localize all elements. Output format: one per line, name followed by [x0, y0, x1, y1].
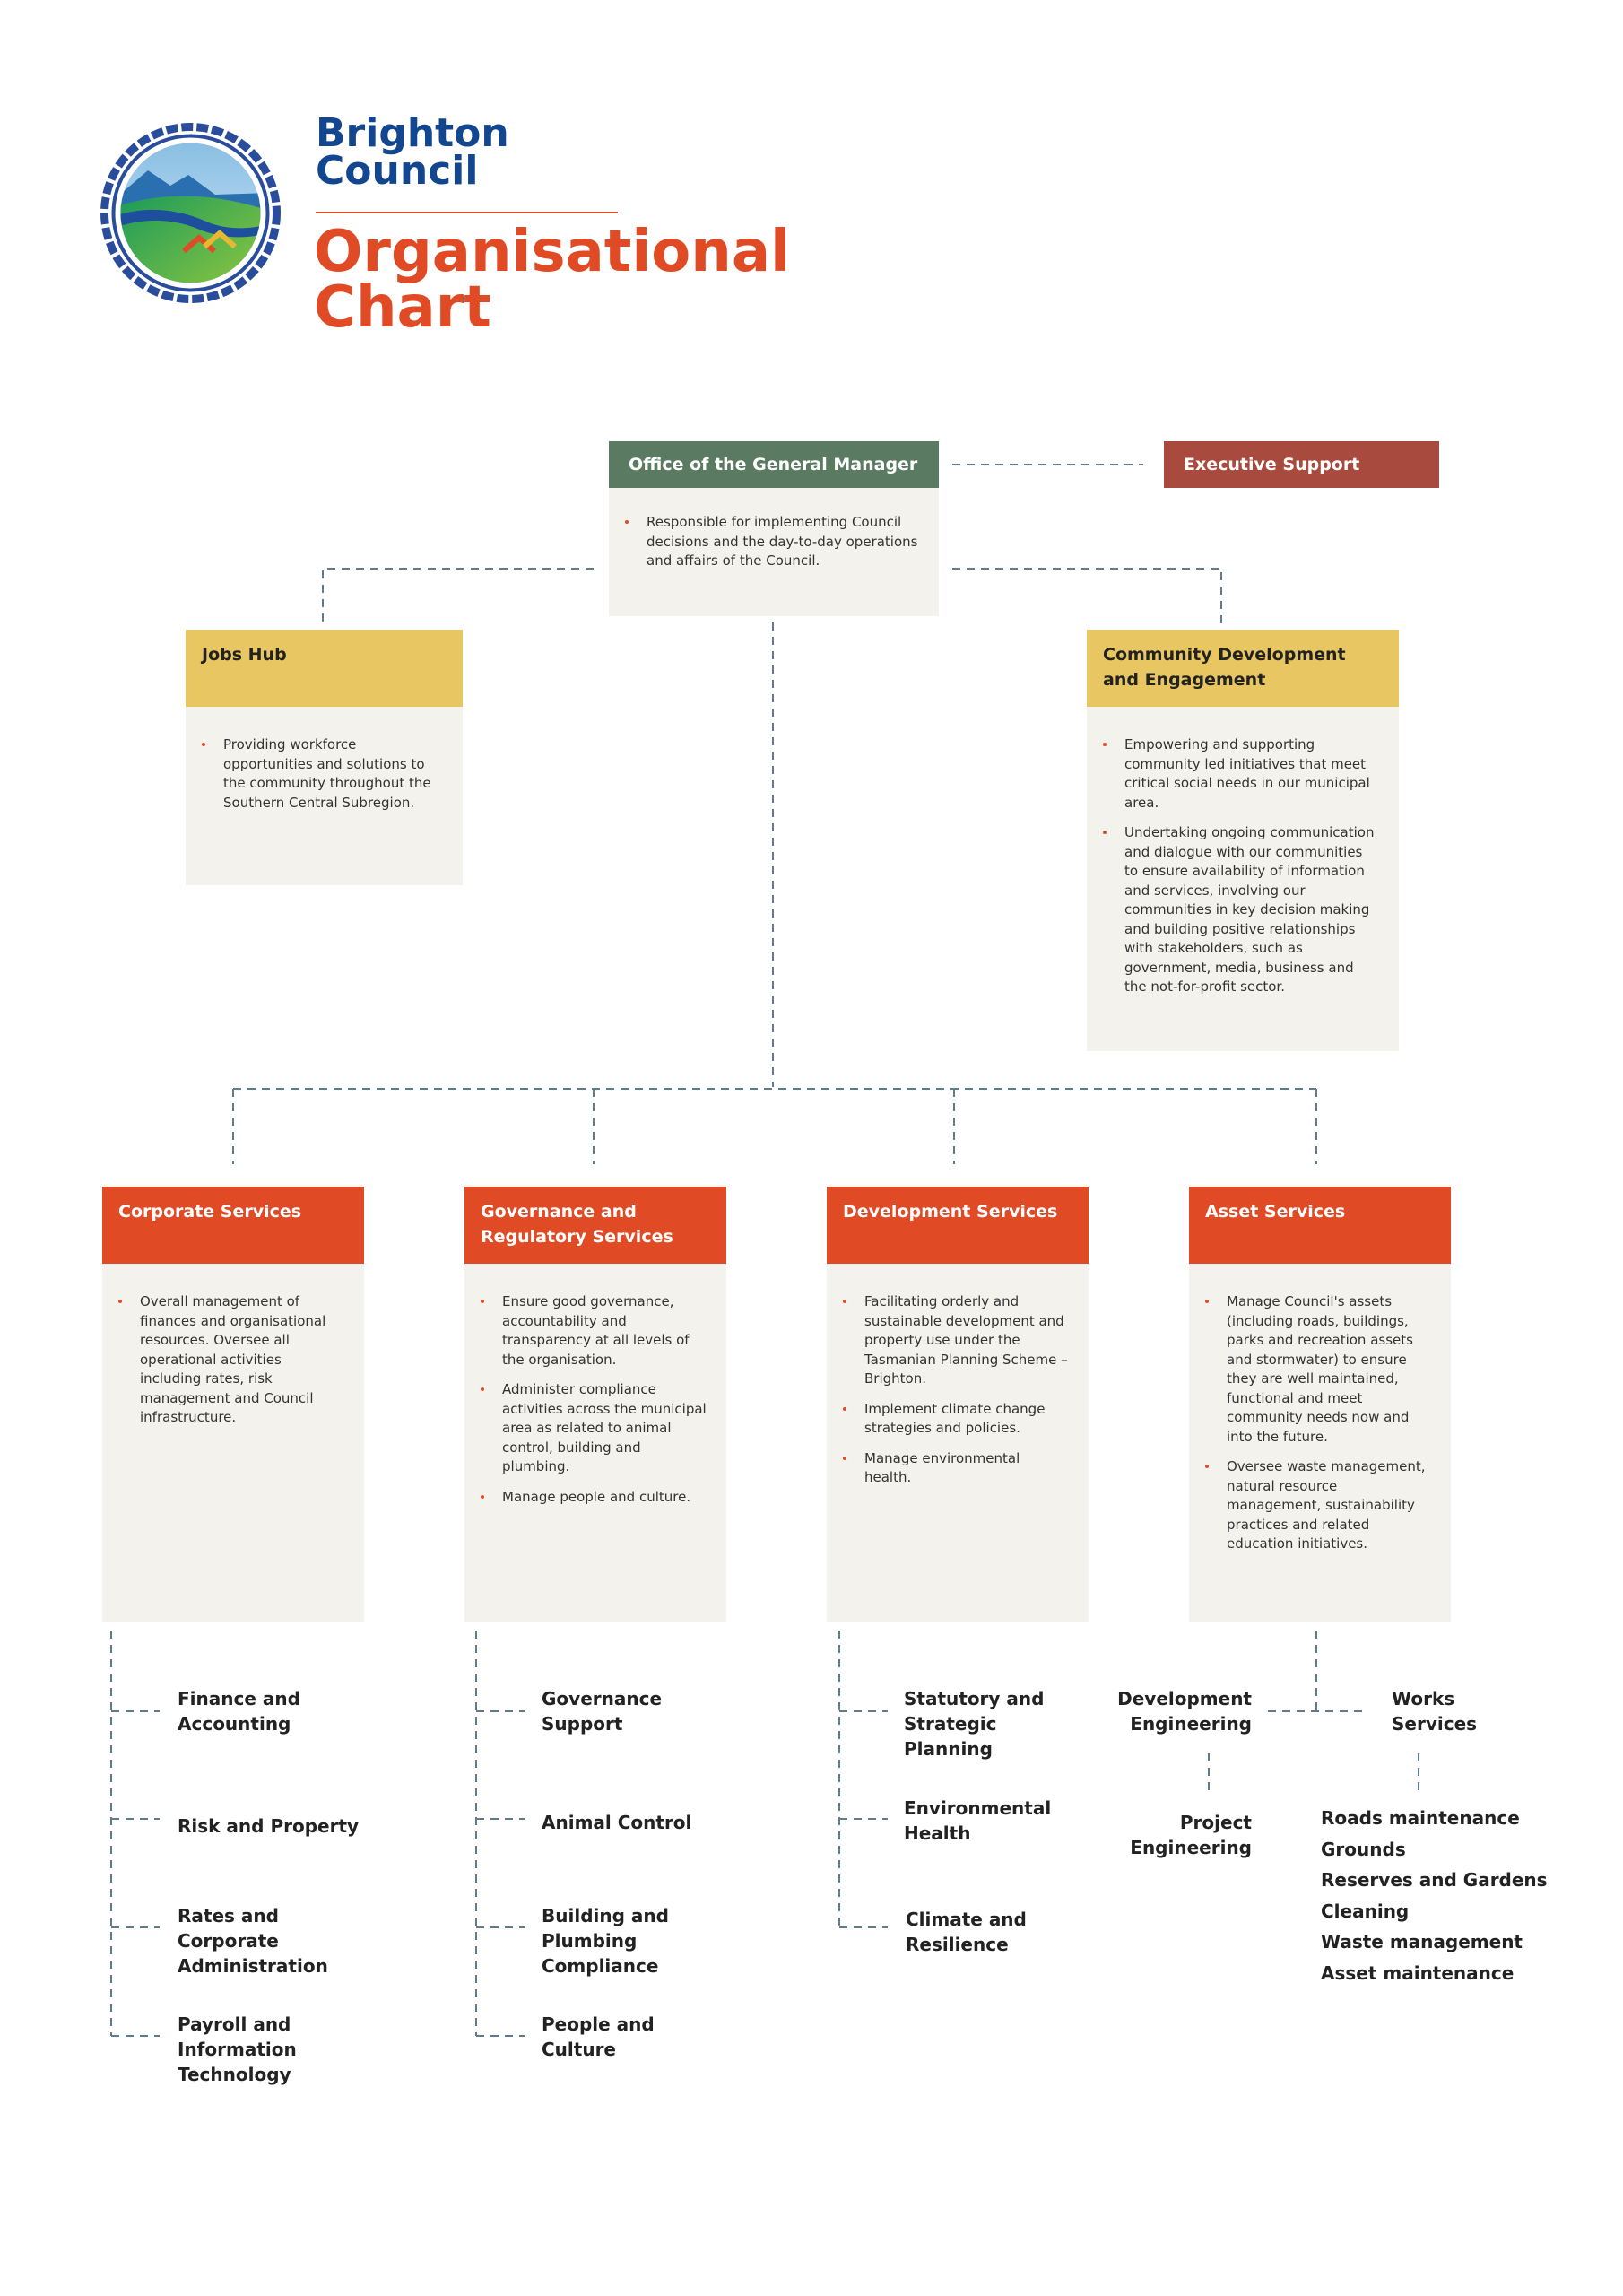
works-item: Cleaning	[1321, 1900, 1410, 1922]
unit-statutory-strategic-planning: Statutory and Strategic Planning	[904, 1688, 1045, 1760]
asset-services-bullet-1: Manage Council's assets (including roads…	[1205, 1292, 1431, 1447]
development-services-bullets: Facilitating orderly and sustainable dev…	[827, 1292, 1089, 1499]
development-services-box: Development Services Facilitating orderl…	[827, 1187, 1089, 1622]
works-item: Roads maintenance	[1321, 1807, 1520, 1829]
unit-development-engineering: Development Engineering	[1117, 1688, 1252, 1735]
unit-environmental-health: Environmental Health	[904, 1797, 1052, 1844]
unit-project-engineering: Project Engineering	[1130, 1812, 1252, 1858]
page-title: Organisational Chart	[314, 219, 790, 341]
works-item: Grounds	[1321, 1838, 1406, 1860]
title-line-2: Chart	[314, 274, 491, 341]
unit-climate-resilience: Climate and Resilience	[906, 1909, 1027, 1955]
development-services-bullet-2: Implement climate change strategies and …	[843, 1400, 1069, 1439]
unit-building-plumbing: Building and Plumbing Compliance	[542, 1905, 669, 1977]
connector-development-units	[838, 1631, 888, 1928]
header-divider	[316, 212, 618, 213]
gm-office-bullets: Responsible for implementing Council dec…	[609, 513, 939, 582]
jobs-hub-bullets: Providing workforce opportunities and so…	[186, 735, 463, 823]
brand-line-1: Brighton	[316, 110, 509, 156]
jobs-hub-title: Jobs Hub	[186, 630, 463, 707]
unit-animal-control: Animal Control	[542, 1812, 692, 1833]
unit-works-services: Works Services	[1392, 1688, 1478, 1735]
unit-governance-support: Governance Support	[542, 1688, 663, 1735]
connector-gm-community	[952, 568, 1222, 626]
asset-services-bullets: Manage Council's assets (including roads…	[1189, 1292, 1451, 1565]
asset-services-bullet-2: Oversee waste management, natural resour…	[1205, 1457, 1431, 1554]
community-development-bullet-2: Undertaking ongoing communication and di…	[1103, 823, 1379, 997]
asset-services-box: Asset Services Manage Council's assets (…	[1189, 1187, 1451, 1622]
works-item: Asset maintenance	[1321, 1961, 1515, 1984]
development-services-title: Development Services	[827, 1187, 1089, 1264]
gm-office-box: Office of the General Manager Responsibl…	[609, 441, 939, 616]
corporate-services-bullets: Overall management of finances and organ…	[102, 1292, 364, 1439]
connector-gm-jobs	[322, 568, 594, 626]
governance-services-bullet-2: Administer compliance activities across …	[481, 1380, 707, 1477]
community-development-box: Community Development and Engagement Emp…	[1087, 630, 1399, 1051]
title-line-1: Organisational	[314, 219, 790, 285]
corporate-services-bullet-1: Overall management of finances and organ…	[118, 1292, 344, 1428]
brand-name: Brighton Council	[316, 110, 509, 194]
development-services-bullet-1: Facilitating orderly and sustainable dev…	[843, 1292, 1069, 1389]
connector-governance-units	[475, 1631, 525, 2037]
governance-services-box: Governance and Regulatory Services Ensur…	[464, 1187, 726, 1622]
jobs-hub-bullet: Providing workforce opportunities and so…	[202, 735, 443, 813]
unit-people-culture: People and Culture	[542, 2013, 655, 2060]
brighton-council-logo	[100, 123, 281, 303]
unit-finance-accounting: Finance and Accounting	[178, 1688, 300, 1735]
asset-services-title: Asset Services	[1189, 1187, 1451, 1264]
unit-rates-corporate-administration: Rates and Corporate Administration	[178, 1905, 328, 1977]
connector-corporate-units	[110, 1631, 160, 2037]
governance-services-title: Governance and Regulatory Services	[464, 1187, 726, 1264]
governance-services-bullet-3: Manage people and culture.	[481, 1488, 707, 1508]
works-services-list: Roads maintenance Grounds Reserves and G…	[1321, 1803, 1548, 1988]
jobs-hub-box: Jobs Hub Providing workforce opportuniti…	[186, 630, 463, 885]
unit-risk-property: Risk and Property	[178, 1815, 360, 1837]
gm-office-title: Office of the General Manager	[609, 441, 939, 488]
governance-services-bullet-1: Ensure good governance, accountability a…	[481, 1292, 707, 1370]
brand-line-2: Council	[316, 148, 479, 194]
development-services-bullet-3: Manage environmental health.	[843, 1449, 1069, 1488]
works-item: Reserves and Gardens	[1321, 1869, 1548, 1891]
works-item: Waste management	[1321, 1931, 1523, 1952]
gm-office-bullet: Responsible for implementing Council dec…	[625, 513, 919, 571]
governance-services-bullets: Ensure good governance, accountability a…	[464, 1292, 726, 1518]
community-development-bullet-1: Empowering and supporting community led …	[1103, 735, 1379, 813]
community-development-title: Community Development and Engagement	[1087, 630, 1399, 707]
corporate-services-box: Corporate Services Overall management of…	[102, 1187, 364, 1622]
executive-support-box: Executive Support	[1164, 441, 1439, 488]
corporate-services-title: Corporate Services	[102, 1187, 364, 1264]
unit-payroll-it: Payroll and Information Technology	[178, 2013, 297, 2085]
community-development-bullets: Empowering and supporting community led …	[1087, 735, 1399, 1008]
